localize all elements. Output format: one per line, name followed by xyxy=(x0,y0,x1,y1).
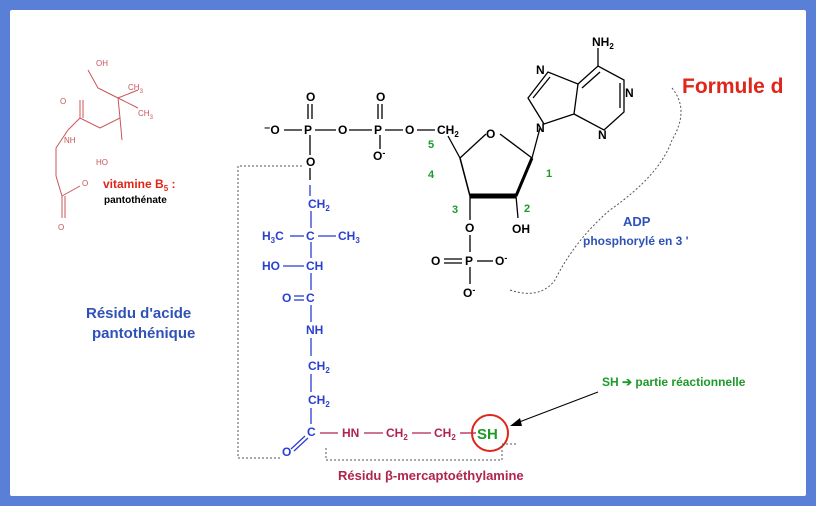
svg-text:NH: NH xyxy=(64,136,76,145)
svg-text:O-: O- xyxy=(463,285,475,300)
svg-text:CH2: CH2 xyxy=(386,426,408,442)
svg-text:H3C: H3C xyxy=(262,229,284,245)
phosphate-3prime: O O P O- O- xyxy=(431,221,507,300)
svg-text:CH2: CH2 xyxy=(308,359,330,375)
svg-text:N: N xyxy=(598,128,607,142)
svg-text:NH2: NH2 xyxy=(592,35,614,51)
svg-text:CH2: CH2 xyxy=(437,123,459,139)
svg-text:P: P xyxy=(465,254,473,268)
svg-text:O: O xyxy=(306,155,315,169)
svg-text:C: C xyxy=(306,291,315,305)
svg-text:O: O xyxy=(282,445,291,459)
pantothenate-label: pantothénate xyxy=(104,195,167,206)
adp-brace xyxy=(509,87,682,294)
vitamin-b5-label: vitamine B5 : xyxy=(103,177,175,193)
svg-text:O-: O- xyxy=(373,148,385,163)
svg-text:C: C xyxy=(306,229,315,243)
adp-label: ADP xyxy=(623,214,651,229)
svg-text:CH3: CH3 xyxy=(128,83,144,95)
diphosphate-chain: ⁻O P O P O CH2 O O O- O xyxy=(264,90,459,180)
svg-text:O: O xyxy=(282,291,291,305)
svg-text:CH3: CH3 xyxy=(338,229,360,245)
svg-text:HO: HO xyxy=(96,158,108,167)
hydroxyl-2: OH xyxy=(512,222,530,236)
ring-numbers: 5 4 3 2 1 xyxy=(428,139,552,216)
svg-text:HN: HN xyxy=(342,426,359,440)
svg-text:P: P xyxy=(304,123,312,137)
svg-text:O: O xyxy=(431,254,440,268)
svg-text:CH2: CH2 xyxy=(434,426,456,442)
slide: Formule d OH CH3 CH3 O NH HO O O vitamin… xyxy=(10,10,806,496)
svg-text:C: C xyxy=(307,425,316,439)
ribose-ring xyxy=(447,127,541,220)
svg-text:3: 3 xyxy=(452,204,458,216)
svg-text:CH2: CH2 xyxy=(308,393,330,409)
svg-text:CH3: CH3 xyxy=(138,109,154,121)
svg-text:P: P xyxy=(374,123,382,137)
thiol-highlight-circle xyxy=(471,414,509,452)
svg-text:CH: CH xyxy=(306,259,323,273)
svg-text:O: O xyxy=(82,179,88,188)
vitamin-b5-atoms: OH CH3 CH3 O NH HO O O xyxy=(58,59,154,232)
ring-oxygen: O xyxy=(486,127,495,141)
svg-text:O: O xyxy=(306,90,315,104)
adp-sublabel: phosphorylé en 3 ' xyxy=(583,234,689,248)
pantothenic-label-line1: Résidu d'acide xyxy=(86,305,191,322)
svg-text:⁻O: ⁻O xyxy=(264,123,280,137)
coenzyme-a-diagram: Formule d OH CH3 CH3 O NH HO O O vitamin… xyxy=(55,35,784,483)
svg-text:O: O xyxy=(60,97,66,106)
svg-text:O: O xyxy=(58,223,64,232)
svg-text:4: 4 xyxy=(428,169,435,181)
thiol-group: SH xyxy=(477,426,498,443)
svg-text:2: 2 xyxy=(524,203,530,215)
svg-text:5: 5 xyxy=(428,139,434,151)
mercaptoethylamine-residue: HN CH2 CH2 SH xyxy=(320,414,509,452)
svg-text:HO: HO xyxy=(262,259,280,273)
svg-text:N: N xyxy=(625,86,634,100)
svg-text:N: N xyxy=(536,63,545,77)
sh-note-arrow xyxy=(510,391,599,426)
svg-text:O: O xyxy=(405,123,414,137)
mercapto-label: Résidu β-mercaptoéthylamine xyxy=(338,468,524,483)
pantothenic-label-line2: pantothénique xyxy=(92,325,195,342)
svg-text:O-: O- xyxy=(495,253,507,268)
slide-title: Formule d xyxy=(682,75,784,98)
adenine-base: NH2 N N N N xyxy=(527,35,634,142)
svg-text:OH: OH xyxy=(96,59,108,68)
mercapto-bracket xyxy=(325,443,516,461)
pantothenic-bracket xyxy=(237,165,302,459)
svg-text:CH2: CH2 xyxy=(308,197,330,213)
pantothenic-residue: CH2 H3C C CH3 HO CH O C NH CH2 CH2 O C xyxy=(262,185,360,459)
svg-text:O: O xyxy=(338,123,347,137)
vitamin-b5-structure xyxy=(55,69,139,218)
svg-text:NH: NH xyxy=(306,323,323,337)
sh-note: SH ➔ partie réactionnelle xyxy=(602,375,746,389)
svg-text:N: N xyxy=(536,121,545,135)
svg-text:O: O xyxy=(465,221,474,235)
svg-text:O: O xyxy=(376,90,385,104)
svg-text:1: 1 xyxy=(546,168,552,180)
